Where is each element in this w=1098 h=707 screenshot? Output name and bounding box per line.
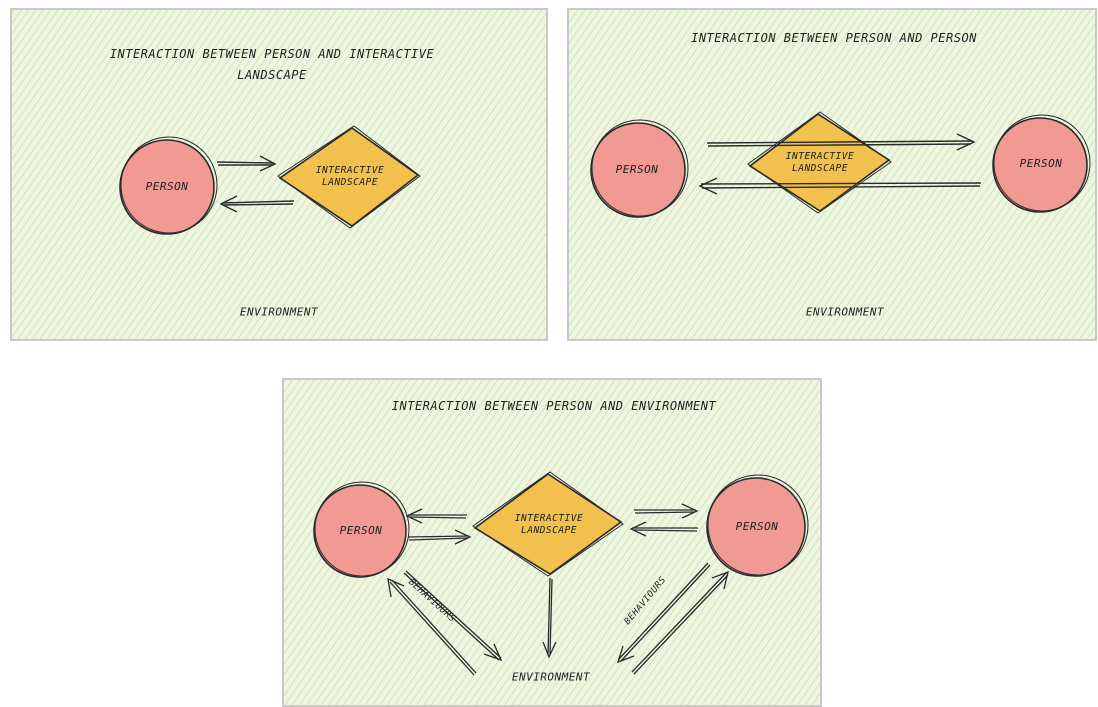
arrow-left-to-right [706, 133, 976, 151]
landscape-node [277, 125, 421, 229]
arrow-person-left-to-landscape [407, 529, 472, 545]
arrow-landscape-to-person-right [634, 503, 699, 519]
environment-label: ENVIRONMENT [805, 305, 885, 319]
arrow-person-right-to-environment [616, 562, 711, 664]
panel-person-person: INTERACTION BETWEEN PERSON AND PERSON PE… [567, 8, 1097, 341]
person-label: PERSON [145, 180, 189, 193]
person-left-node [590, 119, 689, 218]
person-right-node [706, 474, 809, 577]
landscape-label: INTERACTIVE LANDSCAPE [514, 513, 584, 536]
arrow-landscape-to-person-left [405, 508, 467, 524]
landscape-node [472, 471, 624, 577]
arrow-person-left-to-environment [403, 570, 503, 662]
landscape-label: INTERACTIVE LANDSCAPE [785, 151, 855, 174]
panel-title: INTERACTION BETWEEN PERSON AND INTERACTI… [109, 47, 435, 82]
environment-label: ENVIRONMENT [511, 670, 591, 684]
person-left-label: PERSON [615, 163, 659, 176]
panel-title: INTERACTION BETWEEN PERSON AND ENVIRONME… [391, 399, 717, 413]
arrow-landscape-to-environment [542, 577, 557, 659]
environment-label: ENVIRONMENT [239, 305, 319, 319]
arrow-person-to-landscape [216, 155, 277, 172]
panel-person-landscape: INTERACTION BETWEEN PERSON AND INTERACTI… [10, 8, 548, 341]
person-right-label: PERSON [1019, 157, 1063, 170]
person-node [119, 136, 218, 235]
panel-title: INTERACTION BETWEEN PERSON AND PERSON [691, 31, 977, 45]
person-right-node [992, 114, 1091, 213]
person-left-node [313, 481, 410, 578]
arrow-landscape-to-person [219, 195, 295, 213]
diagram-a-canvas [119, 125, 421, 235]
arrow-environment-to-person-right [631, 570, 729, 675]
diagram-b-canvas [590, 111, 1091, 218]
person-left-label: PERSON [339, 524, 383, 537]
arrow-person-right-to-landscape [629, 521, 698, 537]
arrow-environment-to-person-left [387, 577, 477, 676]
landscape-label: INTERACTIVE LANDSCAPE [315, 165, 385, 188]
person-right-label: PERSON [735, 520, 779, 533]
diagram-c-canvas [313, 471, 809, 676]
arrow-right-to-left [698, 177, 982, 195]
panel-person-environment: INTERACTION BETWEEN PERSON AND ENVIRONME… [282, 378, 822, 707]
